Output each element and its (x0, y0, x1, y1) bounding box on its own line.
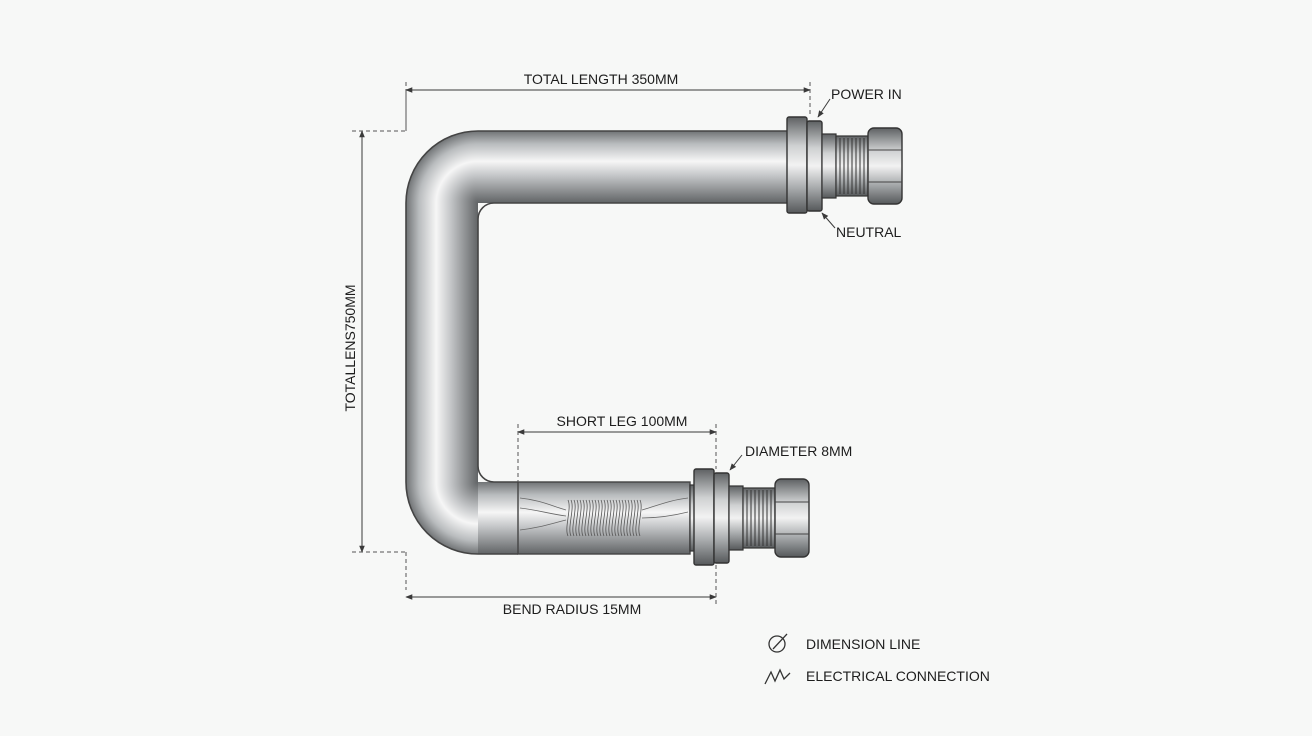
terminal-fitting-top (786, 116, 903, 214)
neutral-callout: NEUTRAL (821, 212, 902, 240)
bend-radius-dimension: BEND RADIUS 15MM (405, 565, 717, 617)
coil-wire (578, 499, 582, 537)
coil-wire (629, 499, 633, 537)
legend-item-dimension-line: DIMENSION LINE (768, 633, 920, 653)
coil-wire (614, 499, 618, 537)
coil-wire (590, 499, 594, 537)
coil-wire (581, 499, 585, 537)
coil-wire (572, 499, 576, 537)
heating-tube (405, 130, 790, 555)
coil-wire (611, 499, 615, 537)
total-height-dimension: TOTALLENS750MM (342, 92, 407, 590)
coil-wire (584, 499, 588, 537)
coil-sheath (517, 481, 691, 555)
coil-wire (632, 499, 636, 537)
coil-wire (569, 499, 573, 537)
dimension-line-icon (768, 633, 788, 653)
electrical-connection-icon (764, 668, 791, 685)
coil-wire (566, 499, 570, 537)
power-in-callout: POWER IN (817, 86, 902, 118)
legend-item-electrical-connection: ELECTRICAL CONNECTION (764, 668, 990, 685)
coil-wire (587, 499, 591, 537)
short-leg-dimension: SHORT LEG 100MM (517, 413, 717, 482)
coil-wire (623, 499, 627, 537)
coil-wire (593, 499, 597, 537)
bend-radius-label: BEND RADIUS 15MM (503, 601, 641, 617)
coil-wire (602, 499, 606, 537)
coil-wire (617, 499, 621, 537)
legend: DIMENSION LINE ELECTRICAL CONNECTION (764, 633, 990, 685)
coil-wire (605, 499, 609, 537)
total-length-dimension: TOTAL LENGTH 350MM (405, 71, 811, 131)
diameter-callout: DIAMETER 8MM (729, 443, 852, 471)
coil-wire (608, 499, 612, 537)
terminal-fitting-bottom (689, 468, 810, 566)
total-length-label: TOTAL LENGTH 350MM (524, 71, 679, 87)
coil-wire (635, 499, 639, 537)
coil-wire (596, 499, 600, 537)
legend-label-electrical-connection: ELECTRICAL CONNECTION (806, 668, 990, 684)
coil-wire (599, 499, 603, 537)
short-leg-label: SHORT LEG 100MM (557, 413, 688, 429)
coil-wire (638, 499, 642, 537)
legend-label-dimension-line: DIMENSION LINE (806, 636, 920, 652)
coil-wire (575, 499, 579, 537)
power-in-label: POWER IN (831, 86, 902, 102)
coil-wire (620, 499, 624, 537)
diameter-label: DIAMETER 8MM (745, 443, 852, 459)
coil-wire (626, 499, 630, 537)
neutral-label: NEUTRAL (836, 224, 902, 240)
total-height-label: TOTALLENS750MM (342, 284, 358, 411)
